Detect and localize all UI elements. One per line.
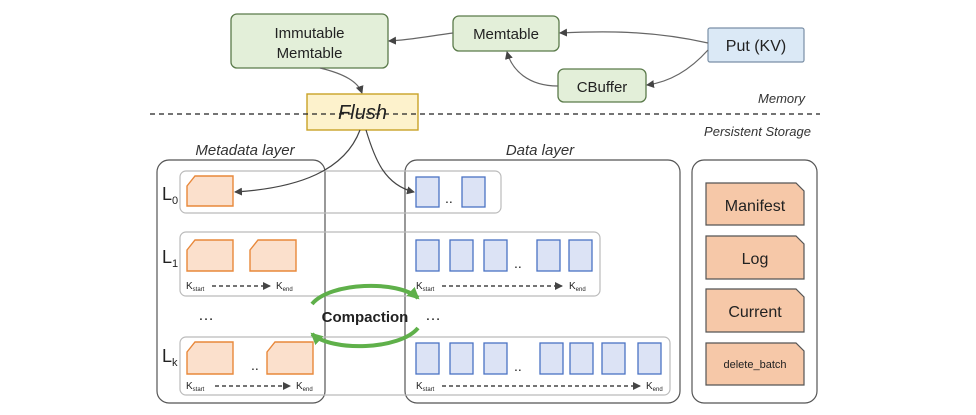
data-block xyxy=(483,342,508,375)
metadata-file-l1-b xyxy=(249,239,297,272)
data-l0-ellipsis: .. xyxy=(445,190,453,206)
memtable-label: Memtable xyxy=(473,26,539,43)
data-lk-key-range: Kstart Kend xyxy=(416,381,663,393)
manifest-file xyxy=(705,182,805,226)
data-block xyxy=(637,342,662,375)
flush-box xyxy=(306,93,419,131)
persistent-storage-label: Persistent Storage xyxy=(704,124,811,139)
flush-to-data-l0-arrow xyxy=(365,129,415,195)
manifest-label: Manifest xyxy=(725,198,786,215)
data-block xyxy=(601,342,626,375)
data-block xyxy=(483,239,508,272)
data-block xyxy=(415,239,440,272)
data-block xyxy=(449,239,474,272)
metadata-file-lk-a xyxy=(186,341,234,375)
data-block xyxy=(536,239,561,272)
log-label: Log xyxy=(742,251,769,268)
put-kv-box xyxy=(707,27,805,63)
level-lk-label: Lk xyxy=(162,346,178,369)
level-lk-strip xyxy=(179,336,671,396)
flush-label: Flush xyxy=(338,102,387,124)
put-to-memtable-arrow xyxy=(559,28,709,44)
level-l1-strip xyxy=(179,231,601,297)
compaction-arrow-bottom xyxy=(310,326,420,349)
svg-text:Kstart: Kstart xyxy=(416,381,435,393)
immutable-to-flush-arrow xyxy=(319,67,364,94)
metadata-layer-container xyxy=(156,159,326,404)
data-middle-ellipsis: … xyxy=(425,307,441,324)
immutable-memtable-label-line2: Memtable xyxy=(277,45,343,62)
level-l1-label: L1 xyxy=(162,247,178,270)
data-block xyxy=(415,176,440,208)
metadata-file-l0 xyxy=(186,175,234,207)
data-layer-container xyxy=(404,159,681,404)
svg-text:Kstart: Kstart xyxy=(416,281,435,293)
cbuffer-to-memtable-arrow xyxy=(505,51,559,87)
data-blocks-l0: .. xyxy=(415,176,486,208)
compaction-arrow-top xyxy=(310,283,420,306)
metadata-file-lk-b xyxy=(266,341,314,375)
metadata-layer-title: Metadata layer xyxy=(195,142,295,159)
data-block xyxy=(569,342,594,375)
metadata-l1-key-range: Kstart Kend xyxy=(186,281,293,293)
put-kv-label: Put (KV) xyxy=(726,38,786,55)
data-block xyxy=(461,176,486,208)
data-blocks-lk: .. xyxy=(415,342,662,375)
data-block xyxy=(539,342,564,375)
current-label: Current xyxy=(728,304,782,321)
svg-text:Kstart: Kstart xyxy=(186,281,205,293)
data-layer-title: Data layer xyxy=(506,142,575,159)
metadata-lk-key-range: Kstart Kend xyxy=(186,381,313,393)
data-l1-key-range: Kstart Kend xyxy=(416,281,586,293)
data-lk-ellipsis: .. xyxy=(514,358,522,374)
data-block xyxy=(568,239,593,272)
storage-files-container xyxy=(691,159,818,404)
cbuffer-label: CBuffer xyxy=(577,79,628,96)
compaction-label: Compaction xyxy=(322,309,409,326)
svg-text:Kend: Kend xyxy=(569,281,586,293)
flush-to-metadata-l0-arrow xyxy=(234,129,361,196)
data-block xyxy=(449,342,474,375)
data-blocks-l1: .. xyxy=(415,239,593,272)
svg-text:Kend: Kend xyxy=(276,281,293,293)
metadata-middle-ellipsis: … xyxy=(198,307,214,324)
delete-batch-file xyxy=(705,342,805,386)
data-block xyxy=(415,342,440,375)
svg-text:Kstart: Kstart xyxy=(186,381,205,393)
level-l0-label: L0 xyxy=(162,184,178,207)
level-l0-strip xyxy=(179,170,502,214)
memory-region-label: Memory xyxy=(758,91,806,106)
svg-text:Kend: Kend xyxy=(296,381,313,393)
metadata-file-l1-a xyxy=(186,239,234,272)
immutable-memtable-box xyxy=(230,13,389,69)
put-to-cbuffer-arrow xyxy=(646,49,709,89)
compaction-cycle: Compaction xyxy=(310,283,420,349)
svg-text:Kend: Kend xyxy=(646,381,663,393)
data-l1-ellipsis: .. xyxy=(514,255,522,271)
current-file xyxy=(705,288,805,333)
immutable-memtable-label-line1: Immutable xyxy=(274,25,344,42)
log-file xyxy=(705,235,805,280)
metadata-lk-ellipsis: .. xyxy=(251,357,259,373)
memtable-to-immutable-arrow xyxy=(388,32,454,45)
delete-batch-label: delete_batch xyxy=(724,359,787,371)
